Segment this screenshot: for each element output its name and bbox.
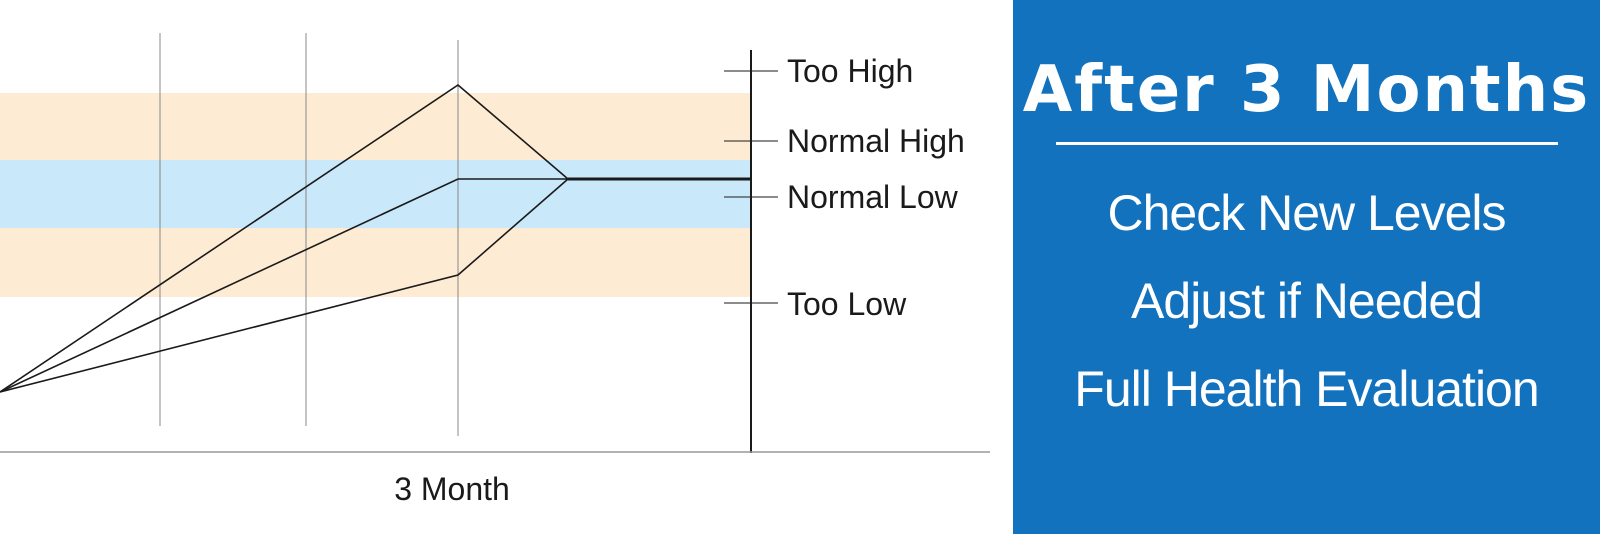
level-label-normal-high: Normal High: [787, 123, 965, 159]
trajectory-low: [0, 178, 569, 393]
trajectory-middle: [0, 178, 568, 393]
panel-item-list: Check New Levels Adjust if Needed Full H…: [1013, 169, 1600, 433]
level-label-normal-low: Normal Low: [787, 179, 959, 215]
level-label-too-high: Too High: [787, 53, 913, 89]
panel-item-check-levels: Check New Levels: [1107, 185, 1506, 241]
after-3-months-panel: After 3 Months Check New Levels Adjust i…: [1013, 0, 1600, 534]
lower-caution-band: [0, 228, 751, 297]
upper-caution-band: [0, 93, 751, 160]
trajectory-high: [0, 83, 569, 393]
panel-title: After 3 Months: [1022, 53, 1591, 127]
hormone-level-diagram: Too High Normal High Normal Low Too Low …: [0, 33, 990, 507]
title-underline: [1055, 142, 1558, 145]
panel-item-evaluation: Full Health Evaluation: [1074, 361, 1539, 417]
time-label: 3 Month: [394, 471, 510, 507]
panel-item-adjust: Adjust if Needed: [1131, 273, 1483, 329]
level-label-too-low: Too Low: [787, 286, 907, 322]
